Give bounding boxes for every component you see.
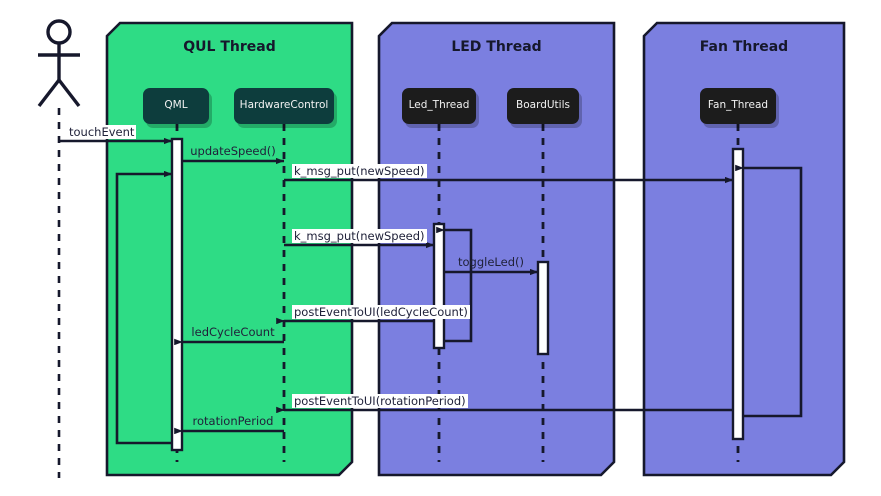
thread-group-title-fan: Fan Thread [699,39,789,55]
message-label-m5: toggleLed() [458,255,524,269]
message-label-m1: touchEvent [67,125,137,139]
thread-group-title-led: LED Thread [451,39,542,55]
participant-label-ledt: Led_Thread [408,99,470,111]
message-label-m9: rotationPeriod [192,414,274,428]
participant-label-qml: QML [164,99,188,111]
participant-box-hwc[interactable] [234,88,334,124]
message-label-m6: postEventToUI(ledCycleCount) [292,305,470,319]
actor-leg-left [37,78,61,108]
participant-box-ledt[interactable] [402,88,476,124]
participant-label-hwc: HardwareControl [239,99,329,111]
message-label-m7: ledCycleCount [191,325,275,339]
participant-box-fant[interactable] [700,88,776,124]
message-label-m3: k_msg_put(newSpeed) [292,164,427,178]
actor-leg-right [57,78,81,108]
self-call-s1 [115,170,173,445]
activation-bar-a4 [731,147,745,441]
actor-figure [37,19,81,108]
activation-bar-a1 [170,137,184,452]
thread-group-qul [105,21,354,477]
participant-box-qml[interactable] [143,88,209,124]
activation-bar-a3 [536,260,550,356]
participant-label-bu: BoardUtils [516,99,570,111]
activation-bar-a2 [432,222,446,350]
participant-label-fant: Fan_Thread [707,99,769,111]
thread-group-title-qul: QUL Thread [183,39,276,55]
self-call-s3 [735,164,803,418]
actor-head-icon [46,19,72,45]
self-call-s2 [436,226,473,343]
message-label-m4: k_msg_put(newSpeed) [292,229,427,243]
message-label-m8: postEventToUI(rotationPeriod) [292,394,468,408]
message-label-m2: updateSpeed() [190,144,276,158]
participant-box-bu[interactable] [507,88,579,124]
